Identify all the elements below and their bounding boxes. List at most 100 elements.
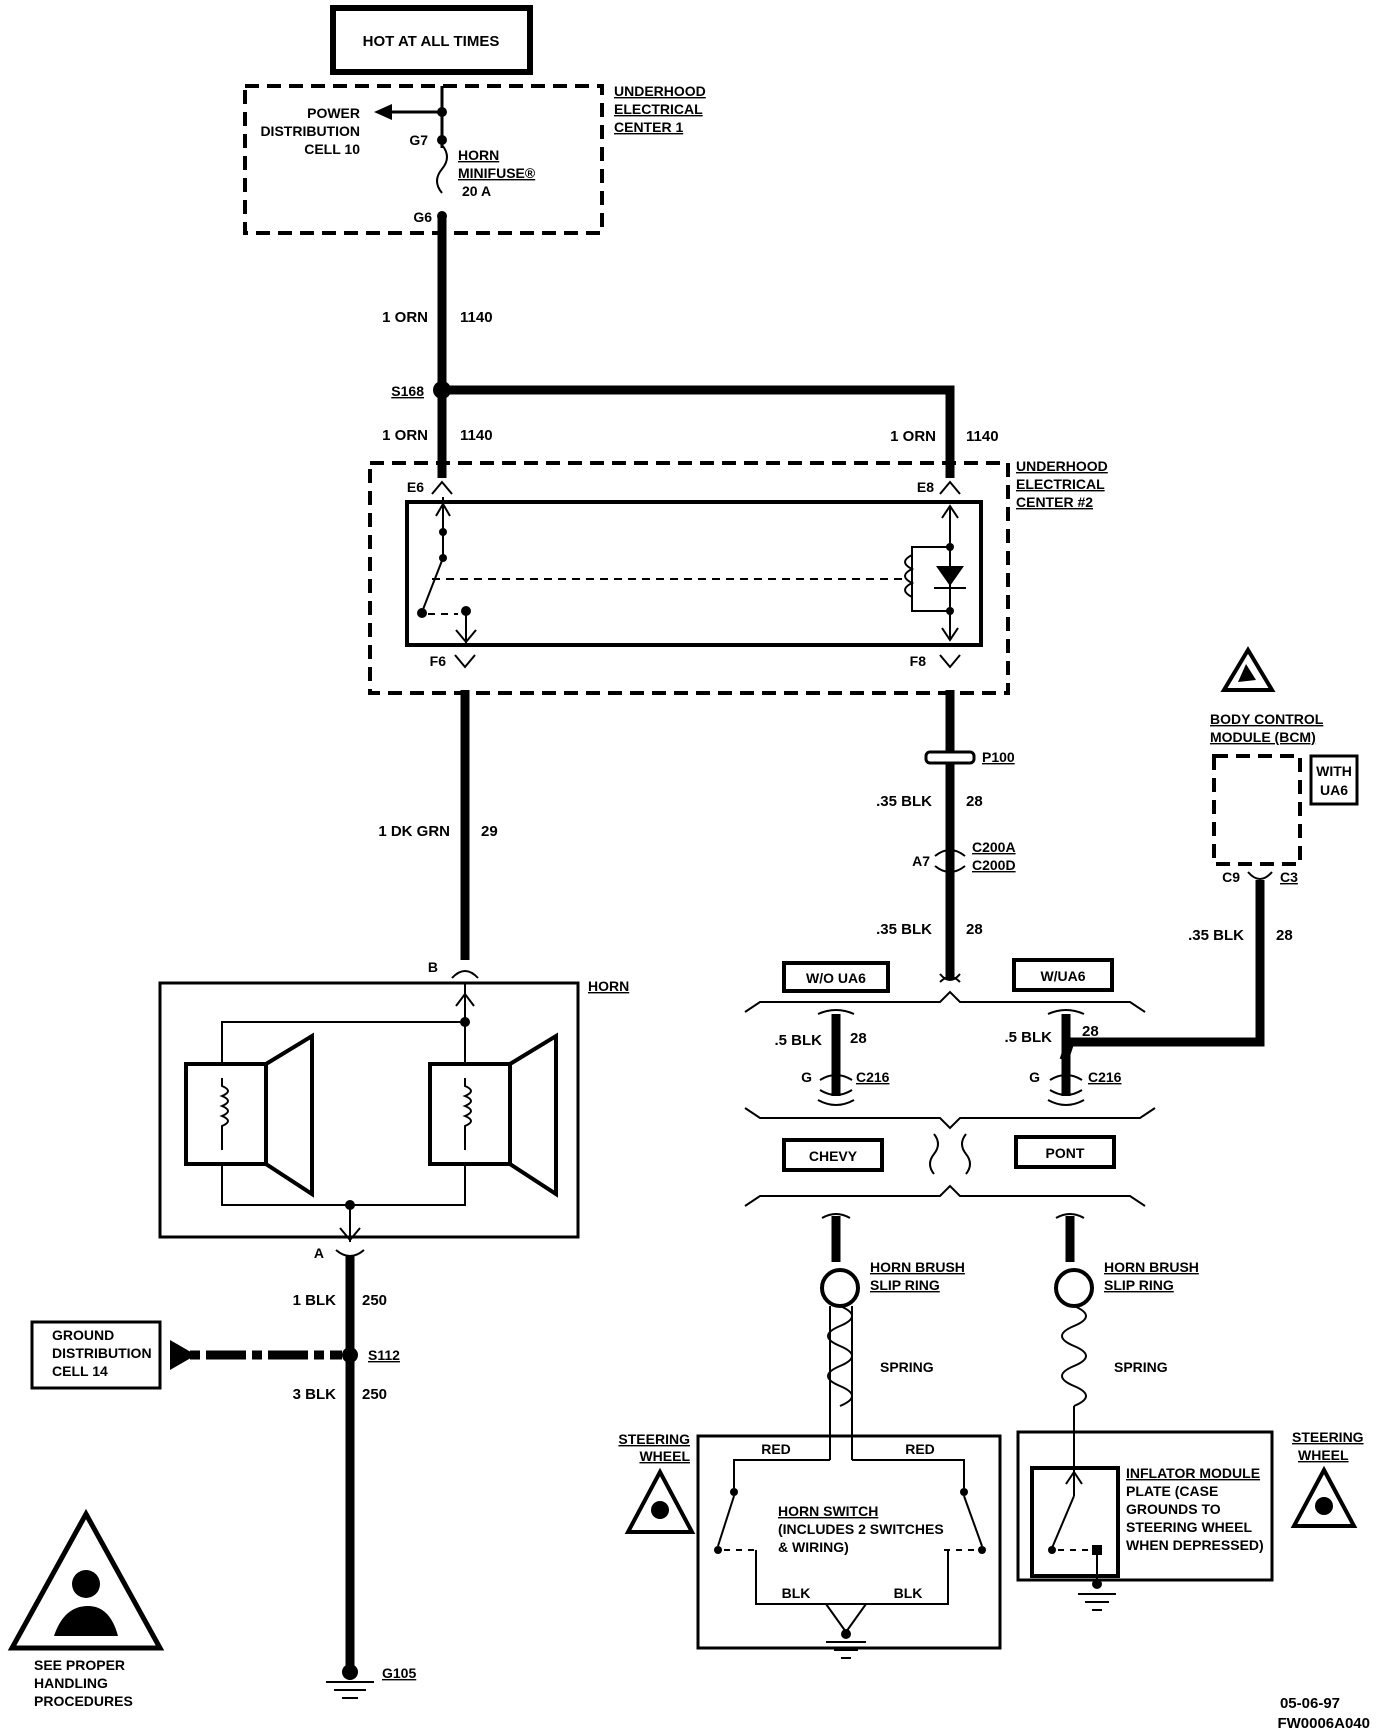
connector-c200d-label: C200D bbox=[972, 857, 1016, 873]
relay-coil-leads bbox=[911, 546, 950, 612]
ground-g105-node bbox=[342, 1664, 358, 1680]
chevy-label: CHEVY bbox=[809, 1148, 858, 1164]
splice-s168-label: S168 bbox=[391, 383, 424, 399]
relay-switch-arrow-bot bbox=[455, 629, 477, 644]
horn-relay bbox=[405, 500, 983, 647]
horn-switch-right-contact bbox=[978, 1546, 986, 1554]
inflator-line4: STEERING WHEEL bbox=[1126, 1519, 1252, 1535]
blk-label-left: BLK bbox=[782, 1585, 811, 1601]
steering-wheel-left-line2: WHEEL bbox=[639, 1448, 690, 1464]
slip-ring-left-connector bbox=[821, 1213, 851, 1219]
connector-horn-b-label: B bbox=[428, 959, 438, 975]
wire-28-a-num: 28 bbox=[966, 793, 983, 810]
ground-dist-line2: DISTRIBUTION bbox=[52, 1345, 152, 1361]
wire-28-bcm-num: 28 bbox=[1276, 927, 1293, 944]
wire-1140-color-right: 1 ORN bbox=[890, 428, 936, 445]
minifuse-symbol bbox=[436, 144, 448, 194]
wire-250-top-num: 250 bbox=[362, 1292, 387, 1309]
bcm-title-line2: MODULE (BCM) bbox=[1210, 729, 1316, 745]
wire-1140-color-top: 1 ORN bbox=[382, 309, 428, 326]
w-ua6-label: W/UA6 bbox=[1040, 968, 1085, 984]
uec2-label-line2: ELECTRICAL bbox=[1016, 476, 1105, 492]
inflator-switch-blade bbox=[1051, 1495, 1075, 1549]
ground-dist-line3: CELL 14 bbox=[52, 1363, 108, 1379]
wo-ua6-label: W/O UA6 bbox=[806, 970, 866, 986]
horn-assembly bbox=[158, 981, 580, 1239]
connector-f6 bbox=[454, 654, 476, 669]
footer-date: 05-06-97 bbox=[1280, 1695, 1340, 1712]
blk-label-right: BLK bbox=[894, 1585, 923, 1601]
chevy-box bbox=[782, 1138, 884, 1172]
spring-left-label: SPRING bbox=[880, 1359, 934, 1375]
wire-1140-num-top: 1140 bbox=[460, 309, 493, 326]
uec2-label-line3: CENTER #2 bbox=[1016, 494, 1093, 510]
horn-parallel-top bbox=[221, 1021, 466, 1206]
power-dist-arrow-head bbox=[374, 104, 392, 120]
uec2-label-line1: UNDERHOOD bbox=[1016, 458, 1108, 474]
relay-switch-blade bbox=[421, 557, 444, 613]
chevy-pont-connector bbox=[929, 1133, 971, 1175]
handling-line2: HANDLING bbox=[34, 1675, 108, 1691]
relay-coil-winding bbox=[904, 554, 915, 598]
horn-switch-left-pivot bbox=[730, 1488, 738, 1496]
pont-label: PONT bbox=[1046, 1145, 1085, 1161]
wire-250-bot-color: 3 BLK bbox=[293, 1386, 337, 1403]
connector-a7-label: A7 bbox=[912, 853, 930, 869]
connector-p100 bbox=[924, 750, 976, 765]
connector-f6-label: F6 bbox=[430, 653, 447, 669]
body-control-module bbox=[1212, 754, 1302, 866]
spring-right bbox=[1061, 1305, 1087, 1407]
esd-hand-icon bbox=[1238, 664, 1256, 682]
wo-ua6-box bbox=[782, 961, 890, 993]
connector-p100-label: P100 bbox=[982, 749, 1015, 765]
steering-warning-figure-right bbox=[1315, 1497, 1333, 1515]
horn-minifuse-line3: 20 A bbox=[462, 183, 491, 199]
horn-coil-left bbox=[219, 1078, 229, 1150]
slip-ring-right-line1: HORN BRUSH bbox=[1104, 1259, 1199, 1275]
inflator-line5: WHEN DEPRESSED) bbox=[1126, 1537, 1264, 1553]
horn-switch-red-left bbox=[733, 1459, 830, 1488]
with-ua6-line2: UA6 bbox=[1320, 782, 1348, 798]
horn-feed-arrow bbox=[455, 992, 475, 1007]
relay-coil-arrow-bot bbox=[941, 627, 959, 642]
wire-29-color: 1 DK GRN bbox=[378, 823, 450, 840]
wire-1140-num-right: 1140 bbox=[966, 428, 999, 445]
horn-ground-arrow bbox=[339, 1227, 361, 1242]
connector-horn-a bbox=[335, 1249, 365, 1257]
wire-1140-color-left: 1 ORN bbox=[382, 427, 428, 444]
bcm-title-line1: BODY CONTROL bbox=[1210, 711, 1324, 727]
wire-28-b-color: .35 BLK bbox=[876, 921, 932, 938]
horn-switch-line2: (INCLUDES 2 SWITCHES bbox=[778, 1521, 944, 1537]
inflator-line1: INFLATOR MODULE bbox=[1126, 1465, 1260, 1481]
g7-node bbox=[437, 135, 447, 145]
connector-e8-label: E8 bbox=[917, 479, 934, 495]
wire-1140-branch bbox=[442, 385, 955, 478]
connector-bcm bbox=[1247, 871, 1273, 880]
slip-ring-left-line2: SLIP RING bbox=[870, 1277, 940, 1293]
with-ua6-line1: WITH bbox=[1316, 763, 1352, 779]
horn-bell-right bbox=[508, 1032, 558, 1198]
connector-e8 bbox=[939, 480, 961, 495]
hot-at-all-times-label: HOT AT ALL TIMES bbox=[363, 33, 500, 50]
inflator-ground-terminal bbox=[1092, 1545, 1102, 1555]
option-brace-mid bbox=[744, 1107, 1156, 1130]
spring-right-label: SPRING bbox=[1114, 1359, 1168, 1375]
power-distribution-line3: CELL 10 bbox=[304, 141, 360, 157]
slip-ring-right-line2: SLIP RING bbox=[1104, 1277, 1174, 1293]
wire-250-bot-num: 250 bbox=[362, 1386, 387, 1403]
slip-ring-left-brush bbox=[820, 1268, 860, 1308]
wire-28-a-color: .35 BLK bbox=[876, 793, 932, 810]
connector-g-left-label: G bbox=[801, 1069, 812, 1085]
handling-warning-figure-head bbox=[72, 1570, 100, 1598]
inflator-switch-arrow bbox=[1065, 1470, 1083, 1485]
horn-switch-right-pivot bbox=[960, 1488, 968, 1496]
steering-warning-figure-left bbox=[651, 1501, 669, 1519]
horn-switch-box bbox=[696, 1434, 1002, 1650]
connector-horn-b bbox=[451, 970, 479, 979]
wire-28-b-num: 28 bbox=[966, 921, 983, 938]
connector-e6 bbox=[431, 480, 453, 495]
w-ua6-box bbox=[1012, 958, 1114, 992]
steering-wheel-left-line1: STEERING bbox=[618, 1431, 690, 1447]
uec1-label-line1: UNDERHOOD bbox=[614, 83, 706, 99]
connector-c216-right bbox=[1047, 1009, 1085, 1106]
